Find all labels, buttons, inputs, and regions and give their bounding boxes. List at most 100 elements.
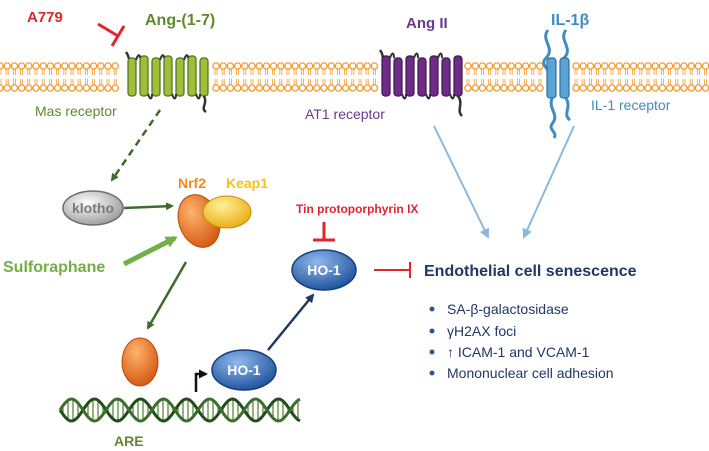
lipid-head: [521, 62, 530, 70]
senescence-marker-1: SA-β-galactosidase: [447, 301, 569, 317]
keap1-node: [202, 195, 252, 229]
lipid-head: [46, 62, 55, 70]
senescence-marker-4: Mononuclear cell adhesion: [447, 365, 614, 381]
lipid-head: [356, 62, 364, 70]
lipid-tail: [286, 69, 290, 75]
lipid-head: [529, 62, 537, 70]
lipid-tail: [250, 79, 254, 85]
lipid-head: [291, 62, 299, 70]
senescence-marker-3: ↑ ICAM-1 and VCAM-1: [447, 344, 590, 360]
lipid-tail: [704, 79, 707, 85]
lipid-head: [313, 62, 321, 70]
lipid-head: [536, 62, 544, 70]
lipid-head: [341, 62, 350, 70]
ho1-bottom-node: [211, 349, 277, 391]
lipid-head: [248, 84, 256, 92]
lipid-tail: [49, 79, 52, 85]
lipid-head: [694, 62, 703, 70]
lipid-tail: [293, 79, 297, 85]
lipid-tail: [106, 79, 110, 85]
lipid-head: [701, 62, 709, 70]
lipid-head: [104, 84, 112, 92]
lipid-tail: [373, 69, 376, 75]
lipid-head: [334, 62, 343, 70]
lipid-head: [25, 62, 33, 70]
lipid-head: [521, 84, 530, 92]
lipid-tail: [56, 79, 59, 85]
lipid-tail: [5, 79, 9, 85]
lipid-head: [363, 62, 371, 70]
lipid-tail: [473, 69, 477, 75]
lipid-tail: [41, 79, 45, 85]
il1-to-senescence-arrow: [522, 125, 575, 239]
lipid-head: [53, 62, 62, 70]
lipid-tail: [639, 79, 643, 85]
lipid-tail: [675, 79, 679, 85]
mas-receptor-icon: [124, 51, 209, 114]
lipid-tail: [481, 79, 484, 85]
lipid-tail: [27, 69, 31, 75]
ho1-inhibits-senescence-icon: [374, 262, 411, 278]
nrf2-nuclear-node: [121, 337, 159, 387]
lipid-tail: [13, 79, 16, 85]
at1-to-senescence-arrow: [433, 125, 489, 239]
lipid-head: [10, 62, 19, 70]
lipid-tail: [56, 69, 59, 75]
lipid-tail: [653, 79, 657, 85]
lipid-tail: [279, 79, 283, 85]
lipid-head: [61, 84, 69, 92]
lipid-head: [327, 84, 335, 92]
lipid-tail: [574, 69, 578, 75]
lipid-tail: [214, 79, 218, 85]
lipid-tail: [85, 79, 88, 85]
lipid-tail: [308, 79, 311, 85]
lipid-tail: [221, 79, 225, 85]
lipid-tail: [675, 69, 679, 75]
lipid-tail: [704, 69, 707, 75]
lipid-tail: [509, 79, 513, 85]
lipid-head: [82, 84, 91, 92]
lipid-head: [68, 84, 76, 92]
lipid-tail: [625, 79, 628, 85]
lipid-head: [17, 84, 26, 92]
lipid-head: [615, 84, 623, 92]
lipid-head: [608, 62, 616, 70]
lipid-head: [579, 62, 587, 70]
lipid-head: [39, 62, 47, 70]
lipid-tail: [502, 79, 506, 85]
lipid-head: [665, 62, 674, 70]
lipid-head: [493, 84, 501, 92]
lipid-tail: [689, 69, 693, 75]
lipid-head: [277, 84, 285, 92]
lipid-tail: [27, 79, 31, 85]
a779-label: A779: [27, 9, 63, 26]
lipid-tail: [661, 69, 664, 75]
lipid-tail: [337, 69, 340, 75]
lipid-tail: [603, 79, 607, 85]
lipid-tail: [229, 79, 232, 85]
lipid-tail: [617, 79, 621, 85]
lipid-head: [601, 62, 609, 70]
il1b-label: IL-1β: [551, 12, 589, 29]
lipid-head: [701, 84, 709, 92]
lipid-head: [694, 84, 703, 92]
klotho-to-nrf2-arrow: [123, 202, 174, 211]
lipid-head: [579, 84, 587, 92]
lipid-tail: [92, 69, 95, 75]
lipid-head: [226, 62, 235, 70]
lipid-head: [3, 62, 11, 70]
lipid-head: [320, 62, 328, 70]
lipid-tail: [77, 79, 81, 85]
lipid-head: [327, 62, 335, 70]
lipid-tail: [265, 69, 268, 75]
lipid-head: [493, 62, 501, 70]
lipid-head: [658, 84, 667, 92]
lipid-head: [478, 84, 487, 92]
lipid-head: [464, 84, 472, 92]
dna-strand: [58, 397, 301, 423]
lipid-tail: [488, 69, 491, 75]
senescence-marker-2: γH2AX foci: [447, 323, 516, 339]
lipid-head: [593, 84, 602, 92]
lipid-tail: [351, 79, 355, 85]
